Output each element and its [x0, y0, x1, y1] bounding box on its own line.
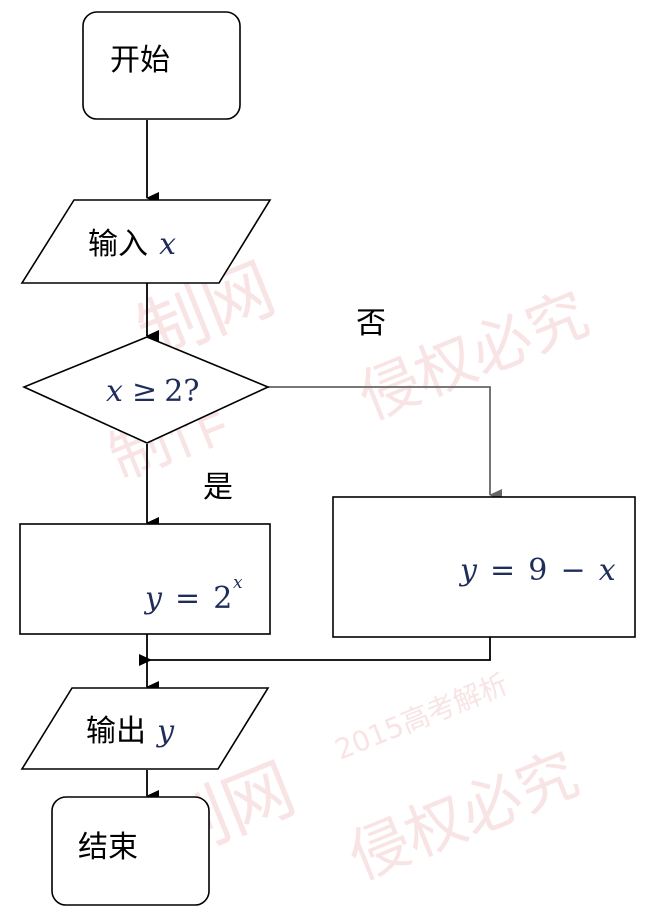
no-process-box: y = 9 − x	[332, 496, 636, 638]
yes-exponent: x	[233, 573, 243, 593]
yes-formula: y = 2	[143, 581, 232, 616]
yes-lhs: y	[143, 581, 163, 616]
no-formula: y = 9 − x	[458, 553, 616, 588]
no-branch-label: 否	[356, 306, 386, 341]
output-text: 输出 y	[86, 714, 175, 749]
start-label: 开始	[110, 43, 170, 78]
no-num: 9	[528, 553, 547, 588]
input-label: 输入	[88, 227, 148, 262]
no-minus: −	[560, 553, 585, 588]
input-text: 输入 x	[88, 227, 176, 262]
start-node: 开始	[82, 11, 241, 120]
output-label: 输出	[86, 714, 146, 749]
yes-base: 2	[213, 581, 232, 616]
arrow-decision-no	[268, 386, 502, 501]
no-lhs: y	[458, 553, 478, 588]
input-var: x	[159, 227, 176, 262]
end-node: 结束	[51, 796, 210, 906]
decision-text: x ≥ 2?	[106, 374, 199, 409]
arrow-no-merge	[139, 637, 491, 666]
decision-value: 2?	[164, 374, 199, 409]
watermark-text-3: 侵权必究	[349, 279, 598, 434]
output-node: 输出 y	[20, 687, 270, 770]
decision-op: ≥	[132, 374, 157, 409]
input-node: 输入 x	[20, 199, 272, 284]
decision-var: x	[106, 374, 123, 409]
watermark-text-4: 2015高考解析	[330, 667, 512, 766]
end-label: 结束	[78, 830, 138, 865]
yes-process-box: y = 2 x	[19, 523, 271, 635]
output-var: y	[155, 714, 175, 749]
decision-node: x ≥ 2?	[21, 336, 270, 444]
no-eq: =	[490, 553, 515, 588]
connectors	[139, 120, 502, 802]
watermark-text-6: 侵权必究	[339, 739, 588, 894]
yes-branch-label: 是	[203, 470, 233, 505]
no-var: x	[599, 553, 616, 588]
yes-eq: =	[175, 581, 200, 616]
